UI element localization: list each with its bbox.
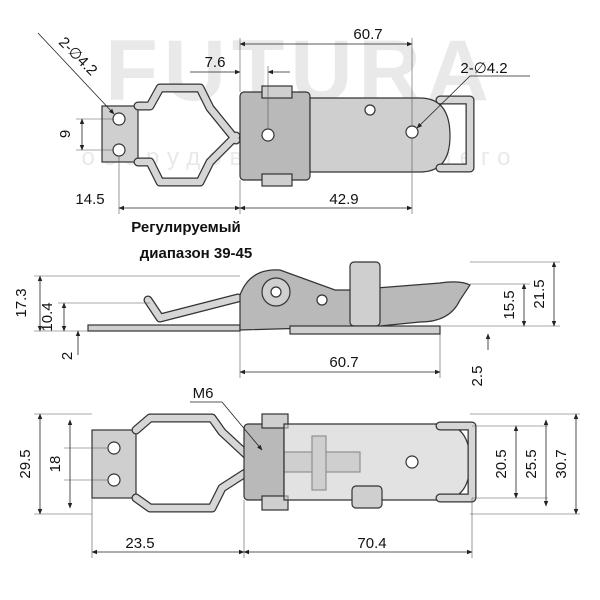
dim-top-left-length: 14.5 — [75, 191, 104, 208]
bottom-view: M6 29.5 18 30.7 25.5 20.5 23.5 70.4 — [17, 385, 580, 558]
dim-bottom-thread: M6 — [193, 385, 214, 402]
dim-side-plate-right: 2.5 — [469, 366, 486, 387]
top-hinge-pin-lower — [261, 173, 293, 187]
side-right-plate — [289, 325, 441, 335]
dim-side-mid-left: 10.4 — [39, 302, 56, 331]
side-rivet — [316, 294, 328, 306]
top-right-hole — [405, 125, 419, 139]
dim-side-total-right: 21.5 — [531, 279, 548, 308]
top-plate-rivet — [364, 104, 376, 116]
dim-bottom-width-outer: 30.7 — [553, 449, 570, 478]
side-left-plate — [87, 324, 241, 332]
top-hinge-pin-upper — [261, 85, 293, 99]
dim-side-length: 60.7 — [329, 354, 358, 371]
dim-bottom-left-length: 23.5 — [125, 535, 154, 552]
leader-top-left-hole — [37, 32, 115, 115]
bottom-left-hole-2 — [107, 473, 121, 487]
dim-top-hole-spacing: 9 — [57, 130, 74, 138]
top-left-hole-2 — [112, 143, 126, 157]
top-left-hole-1 — [112, 112, 126, 126]
top-body-rivet — [261, 128, 275, 142]
bottom-right-hole — [405, 455, 419, 469]
dim-side-mid-right: 15.5 — [501, 290, 518, 319]
bottom-left-plate — [91, 429, 137, 499]
bottom-wire-loop — [131, 413, 255, 513]
dim-bottom-plate-height: 29.5 — [17, 449, 34, 478]
dim-top-overall: 60.7 — [353, 26, 382, 43]
side-view: 17.3 10.4 2 21.5 15.5 2.5 60.7 — [13, 261, 560, 387]
dim-bottom-right-length: 70.4 — [357, 535, 386, 552]
dim-top-left-hole: 2-∅4.2 — [55, 34, 100, 79]
dim-bottom-hole-spacing: 18 — [47, 456, 64, 473]
dim-bottom-width-inner: 20.5 — [493, 449, 510, 478]
caption-line2: диапазон 39-45 — [140, 245, 253, 262]
dim-side-plate: 2 — [59, 352, 76, 360]
top-hinge-body — [239, 91, 311, 181]
leader-top-right-hole — [416, 75, 471, 129]
side-catch — [349, 261, 381, 327]
bottom-left-hole-1 — [107, 441, 121, 455]
dim-side-total-left: 17.3 — [13, 288, 30, 317]
top-view: 60.7 7.6 2-∅4.2 2-∅4.2 9 14.5 42.9 — [37, 26, 530, 214]
dim-top-right-length: 42.9 — [329, 191, 358, 208]
dim-top-offset: 7.6 — [205, 54, 226, 71]
caption-line1: Регулируемый — [131, 219, 241, 236]
dim-top-right-hole: 2-∅4.2 — [460, 60, 507, 77]
top-latch-plate — [309, 97, 451, 173]
dim-bottom-width-mid: 25.5 — [523, 449, 540, 478]
